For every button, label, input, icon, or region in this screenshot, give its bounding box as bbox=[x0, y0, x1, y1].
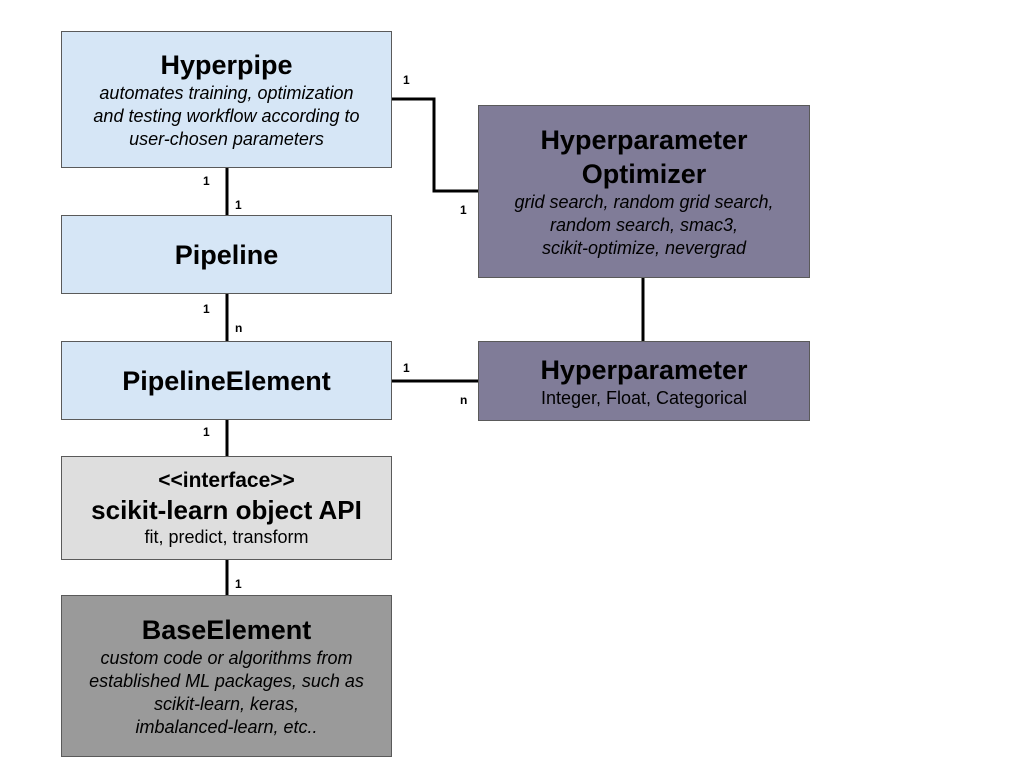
hyperpipe-desc-2: and testing workflow according to bbox=[93, 106, 360, 126]
mult-hyperpipe-pipeline-end: 1 bbox=[235, 198, 242, 212]
optimizer-title-2: Optimizer bbox=[581, 159, 707, 189]
hyperpipe-desc-3: user-chosen parameters bbox=[129, 129, 324, 149]
mult-hyperpipe-optimizer-start: 1 bbox=[403, 73, 410, 87]
optimizer-desc-1: grid search, random grid search, bbox=[514, 192, 774, 212]
pipeline-title: Pipeline bbox=[174, 239, 279, 270]
hyperparameter-desc: Integer, Float, Categorical bbox=[540, 388, 748, 408]
interface-box: <<interface>> scikit-learn object API fi… bbox=[61, 456, 392, 560]
hyperpipe-box: Hyperpipe automates training, optimizati… bbox=[61, 31, 392, 168]
base-element-desc-2: established ML packages, such as bbox=[89, 671, 364, 691]
base-element-desc-3: scikit-learn, keras, bbox=[153, 694, 300, 714]
optimizer-desc-3: scikit-optimize, nevergrad bbox=[541, 238, 747, 258]
base-element-box: BaseElement custom code or algorithms fr… bbox=[61, 595, 392, 757]
optimizer-desc-2: random search, smac3, bbox=[549, 215, 739, 235]
mult-element-hyperparameter-start: 1 bbox=[403, 361, 410, 375]
interface-stereotype: <<interface>> bbox=[158, 469, 295, 492]
interface-title: scikit-learn object API bbox=[91, 495, 362, 525]
hyperparameter-box: Hyperparameter Integer, Float, Categoric… bbox=[478, 341, 810, 421]
hyperpipe-desc-1: automates training, optimization bbox=[99, 83, 354, 103]
base-element-desc-1: custom code or algorithms from bbox=[100, 648, 353, 668]
optimizer-box: Hyperparameter Optimizer grid search, ra… bbox=[478, 105, 810, 278]
mult-element-hyperparameter-end: n bbox=[460, 393, 468, 407]
hyperpipe-title: Hyperpipe bbox=[160, 50, 293, 80]
mult-pipeline-element-start: 1 bbox=[203, 302, 210, 316]
pipeline-element-box: PipelineElement bbox=[61, 341, 392, 420]
mult-hyperpipe-optimizer-end: 1 bbox=[460, 203, 467, 217]
mult-hyperpipe-pipeline-start: 1 bbox=[203, 174, 210, 188]
pipeline-element-title: PipelineElement bbox=[122, 365, 331, 396]
connector-hyperpipe-optimizer bbox=[391, 97, 479, 193]
interface-desc: fit, predict, transform bbox=[144, 527, 309, 547]
mult-interface-base: 1 bbox=[235, 577, 242, 591]
hyperparameter-title: Hyperparameter bbox=[540, 355, 748, 385]
mult-pipeline-element-end: n bbox=[235, 321, 243, 335]
base-element-desc-4: imbalanced-learn, etc.. bbox=[135, 717, 318, 737]
optimizer-title-1: Hyperparameter bbox=[540, 125, 748, 155]
pipeline-box: Pipeline bbox=[61, 215, 392, 294]
base-element-title: BaseElement bbox=[141, 615, 312, 645]
mult-element-interface: 1 bbox=[203, 425, 210, 439]
